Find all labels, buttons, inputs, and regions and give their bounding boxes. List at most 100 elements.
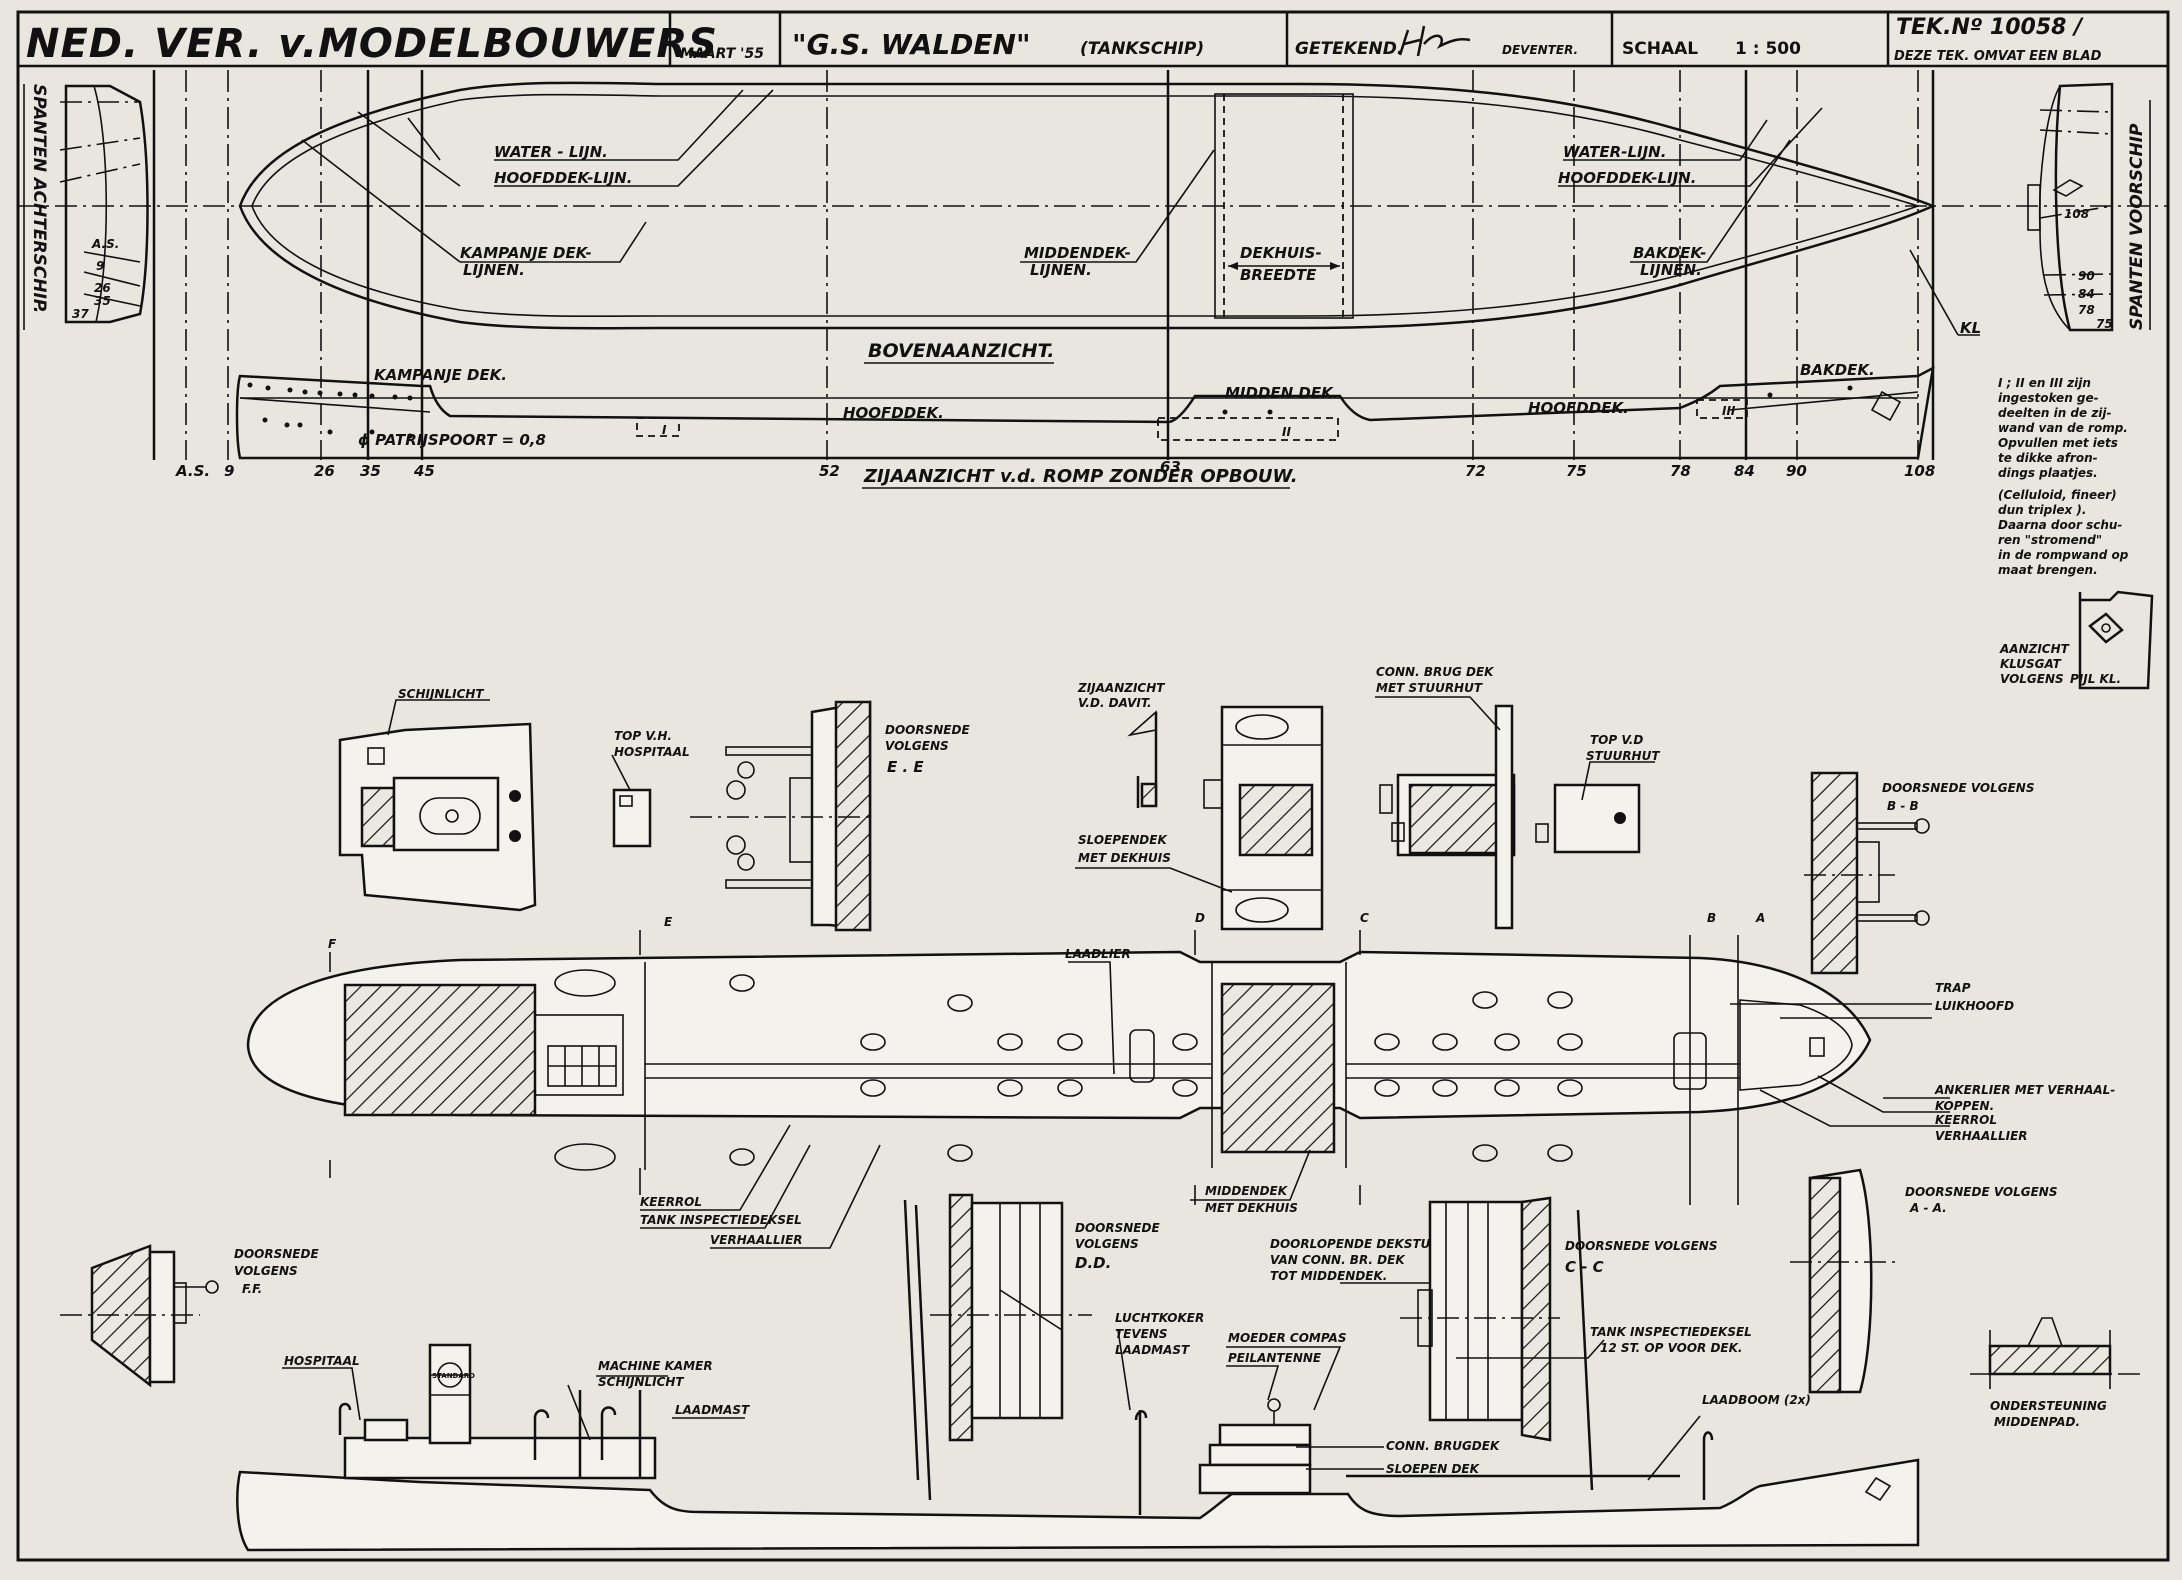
label-luikhoofd: LUIKHOOFD xyxy=(1935,999,2014,1013)
label-insert-1: I xyxy=(662,423,667,437)
scale-label: SCHAAL xyxy=(1622,39,1698,59)
section-mark: A xyxy=(1755,911,1765,925)
detail-top-hospitaal: TOP V.H. HOSPITAAL xyxy=(611,729,690,848)
label-luchtkoker-2: TEVENS xyxy=(1115,1327,1168,1341)
ship-name: "G.S. WALDEN" xyxy=(792,28,1031,61)
signature-icon xyxy=(1398,25,1471,57)
label-doorlopende-2: VAN CONN. BR. DEK xyxy=(1270,1253,1406,1267)
detail-section-dd: DOORSNEDE VOLGENS D.D. xyxy=(903,1193,1160,1481)
side-view-title: ZIJAANZICHT v.d. ROMP ZONDER OPBOUW. xyxy=(863,466,1298,487)
aft-frame-mark: 9 xyxy=(96,259,104,273)
title-block: NED. VER. v.MODELBOUWERS MAART '55 "G.S.… xyxy=(18,12,2168,68)
label-dekhuis-breedte-2: BREEDTE xyxy=(1240,266,1317,284)
drawn-place: DEVENTER. xyxy=(1502,43,1578,57)
label-section-cc-2: C - C xyxy=(1565,1258,1604,1276)
label-trap: TRAP xyxy=(1935,981,1971,995)
klusgat-drawing xyxy=(2078,590,2154,690)
top-view-title: BOVENAANZICHT. xyxy=(868,340,1055,362)
station-label: 72 xyxy=(1465,462,1486,480)
label-conn-brugdek-2: MET STUURHUT xyxy=(1376,681,1483,695)
label-davit-1: ZIJAANZICHT xyxy=(1077,681,1165,695)
label-luchtkoker-1: LUCHTKOKER xyxy=(1115,1311,1204,1325)
detail-section-ff: DOORSNEDE VOLGENS F.F. xyxy=(60,1244,319,1388)
label-tank-inspectie-1: TANK INSPECTIEDEKSEL xyxy=(1590,1325,1752,1339)
label-section-ff-3: F.F. xyxy=(242,1282,262,1296)
klusgat-label: KLUSGAT xyxy=(2000,657,2062,671)
aft-frame-mark: 37 xyxy=(72,307,89,321)
label-water-lijn-aft: WATER - LIJN. xyxy=(494,143,608,161)
label-tank-inspectie-2: 12 ST. OP VOOR DEK. xyxy=(1600,1341,1743,1355)
label-section-dd-2: VOLGENS xyxy=(1075,1237,1139,1251)
label-davit-2: V.D. DAVIT. xyxy=(1078,696,1152,710)
note-line: Daarna door schu- xyxy=(1998,518,2122,532)
aft-frames-title: SPANTEN ACHTERSCHIP. xyxy=(29,84,49,313)
label-middendek: MIDDEN DEK. xyxy=(1225,384,1338,402)
note-line: Opvullen met iets xyxy=(1998,436,2118,450)
label-keerrol-fwd: KEERROL xyxy=(1935,1113,1997,1127)
label-water-lijn-fwd: WATER-LIJN. xyxy=(1563,143,1666,161)
label-ondersteuning-1: ONDERSTEUNING xyxy=(1990,1399,2107,1413)
label-section-ee-2: VOLGENS xyxy=(885,739,949,753)
label-top-hospitaal-1: TOP V.H. xyxy=(614,729,672,743)
note-line: wand van de romp. xyxy=(1998,421,2128,435)
label-section-cc-1: DOORSNEDE VOLGENS xyxy=(1565,1239,1717,1253)
note-line: te dikke afron- xyxy=(1998,451,2098,465)
aft-frame-mark: A.S. xyxy=(91,237,119,251)
note-line: I ; II en III zijn xyxy=(1998,376,2091,390)
sheet-note: DEZE TEK. OMVAT EEN BLAD xyxy=(1894,49,2102,64)
detail-top-stuurhut: TOP V.D STUURHUT xyxy=(1535,733,1660,854)
deck-plan: F E D C B A LAADLIER TRAP LUIKHOOFD ANKE… xyxy=(246,911,2115,1284)
label-middendek-lijnen-1: MIDDENDEK- xyxy=(1024,244,1131,262)
label-verhaallier-aft: VERHAALLIER xyxy=(710,1233,803,1247)
label-insert-3: III xyxy=(1722,404,1736,418)
label-kampanje-lijnen-2: LIJNEN. xyxy=(463,261,525,279)
label-section-aa-1: DOORSNEDE VOLGENS xyxy=(1905,1185,2057,1199)
hull-lines-plan: WATER - LIJN. HOOFDDEK-LIJN. KAMPANJE DE… xyxy=(18,70,2168,489)
station-label: 75 xyxy=(1566,462,1587,480)
top-view-hull-outline xyxy=(238,81,1937,330)
frame-station-labels: A.S. 9 26 35 45 52 63 72 75 78 84 90 108 xyxy=(175,458,1935,480)
label-verhaallier-fwd: VERHAALLIER xyxy=(1935,1129,2028,1143)
label-peilantenne: PEILANTENNE xyxy=(1228,1351,1322,1365)
label-ankerlier-2: KOPPEN. xyxy=(1935,1099,1994,1113)
label-middendek-2: MET DEKHUIS xyxy=(1205,1201,1298,1215)
label-doorlopende-3: TOT MIDDENDEK. xyxy=(1270,1269,1387,1283)
fwd-frames-drawing: 108 90 84 78 75 SPANTEN VOORSCHIP xyxy=(2027,82,2151,332)
section-mark: C xyxy=(1360,911,1369,925)
label-laadmast-aft: LAADMAST xyxy=(675,1403,750,1417)
label-laadboom: LAADBOOM (2x) xyxy=(1702,1393,1811,1407)
label-doorlopende-1: DOORLOPENDE DEKSTUT xyxy=(1270,1237,1439,1251)
note-line: maat brengen. xyxy=(1998,563,2098,577)
station-label: 108 xyxy=(1904,462,1935,480)
aft-frame-mark: 35 xyxy=(94,294,111,308)
detail-sloependek: SLOEPENDEK MET DEKHUIS xyxy=(1075,705,1324,931)
klusgat-label: AANZICHT xyxy=(1999,642,2070,656)
label-moedercompas: MOEDER COMPAS xyxy=(1228,1331,1347,1345)
detail-section-ee: DOORSNEDE VOLGENS E . E xyxy=(690,700,970,932)
section-cut-marks xyxy=(329,930,1739,1205)
label-section-bb-2: B - B xyxy=(1887,799,1919,813)
ship-profile: STANDARD HOSPITAAL MACHINE KAMER SCHIJNL… xyxy=(236,1204,1920,1552)
drawing-number: TEK.Nº 10058 / xyxy=(1896,15,2084,40)
label-schijnlicht: SCHIJNLICHT xyxy=(398,687,484,701)
porthole-dots xyxy=(247,382,1853,439)
fwd-frame-mark: 90 xyxy=(2078,269,2095,283)
note-line: ren "stromend" xyxy=(1998,533,2102,547)
note-line: ingestoken ge- xyxy=(1998,391,2099,405)
label-patrijspoort: ϕ PATRIJSPOORT = 0,8 xyxy=(358,431,546,449)
label-insert-2: II xyxy=(1282,425,1291,439)
label-sloependek-1: SLOEPENDEK xyxy=(1078,833,1168,847)
station-label: A.S. xyxy=(175,462,210,480)
label-kampanje-dek: KAMPANJE DEK. xyxy=(374,366,507,384)
klusgat-label: VOLGENS xyxy=(2000,672,2064,686)
side-view-hull-outline xyxy=(235,365,1935,460)
note-line: dun triplex ). xyxy=(1998,503,2086,517)
profile-hull xyxy=(236,1458,1920,1552)
station-label: 35 xyxy=(360,462,381,480)
label-luchtkoker-3: LAADMAST xyxy=(1115,1343,1190,1357)
aft-frame-mark: 26 xyxy=(94,281,111,295)
label-bakdek: BAKDEK. xyxy=(1800,361,1875,379)
detail-davit: ZIJAANZICHT V.D. DAVIT. xyxy=(1077,681,1165,808)
label-section-dd-1: DOORSNEDE xyxy=(1075,1221,1160,1235)
